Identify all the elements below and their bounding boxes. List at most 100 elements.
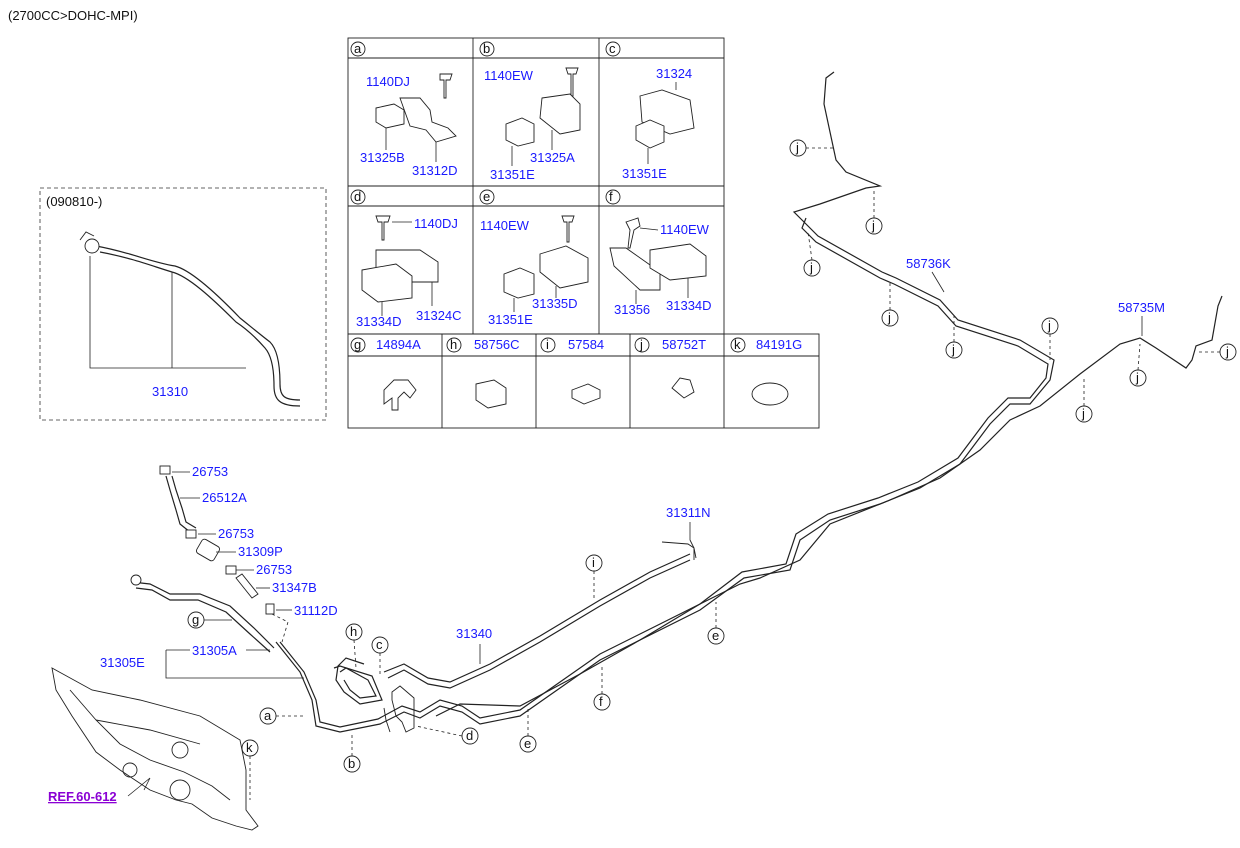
hose-clamp-icon: [225, 565, 237, 575]
cell-b-letter: b: [483, 41, 490, 56]
cell-g-letter: g: [354, 337, 361, 352]
firewall-panel: [51, 667, 259, 831]
callout-d: d: [466, 728, 473, 743]
cell-f-part3: 31334D: [666, 298, 712, 313]
part-26753-mid: 26753: [218, 526, 254, 541]
callout-c: c: [376, 637, 383, 652]
callout-j-6: j: [1047, 318, 1051, 333]
fuel-lines: [130, 71, 1223, 733]
bracket-icon: [609, 247, 661, 291]
callout-j-1: j: [795, 140, 799, 155]
nut-icon: [265, 603, 275, 615]
spacer-block-icon: [361, 263, 413, 303]
callout-j-8: j: [1135, 370, 1139, 385]
cell-b-part2: 31325A: [530, 150, 575, 165]
bolt-icon: [375, 215, 391, 241]
clamp-icon: [635, 119, 665, 149]
callout-f: f: [599, 694, 603, 709]
callout-g: g: [192, 612, 199, 627]
cell-e-part2: 31335D: [532, 296, 578, 311]
part-26753-top: 26753: [192, 464, 228, 479]
part-31340: 31340: [456, 626, 492, 641]
cell-j-letter: j: [639, 337, 643, 352]
cell-c-letter: c: [609, 41, 616, 56]
cell-a-part1: 1140DJ: [366, 74, 410, 89]
cell-f-part1: 1140EW: [660, 222, 710, 237]
parts-table: a 1140DJ 31325B 31312D b 1140EW 31325A 3…: [347, 37, 820, 429]
callouts: g h c a b d e f e i: [187, 139, 1237, 800]
clip-block-icon: [539, 245, 589, 289]
part-31305E: 31305E: [100, 655, 145, 670]
filler-cap-icon: [84, 238, 100, 254]
cell-c-part2: 31351E: [622, 166, 667, 181]
cell-a-part3: 31312D: [412, 163, 458, 178]
callout-j-9: j: [1225, 344, 1229, 359]
cell-d-letter: d: [354, 189, 361, 204]
part-labels: 26753 26512A 26753 31309P 26753 31347B 3…: [100, 256, 1165, 679]
callout-b: b: [348, 756, 355, 771]
cell-d-part2: 31334D: [356, 314, 402, 329]
part-26753-low: 26753: [256, 562, 292, 577]
part-31310: 31310: [152, 384, 188, 399]
bolt-icon: [439, 73, 453, 99]
cell-h-letter: h: [450, 337, 457, 352]
hose-clamp-icon: [185, 529, 197, 539]
callout-j-7: j: [1081, 406, 1085, 421]
fuel-filter-icon: [195, 538, 221, 562]
callout-j-4: j: [887, 310, 891, 325]
cell-b-part3: 31351E: [490, 167, 535, 182]
callout-j-3: j: [809, 260, 813, 275]
clamp-icon: [503, 267, 535, 299]
bolt-icon: [625, 217, 641, 249]
part-58736K: 58736K: [906, 256, 951, 271]
callout-h: h: [350, 624, 357, 639]
cell-e-part3: 31351E: [488, 312, 533, 327]
callout-j-5: j: [951, 342, 955, 357]
callout-k: k: [246, 740, 253, 755]
part-31112D: 31112D: [294, 603, 338, 618]
part-31311N: 31311N: [666, 505, 711, 520]
callout-a: a: [264, 708, 272, 723]
part-26512A: 26512A: [202, 490, 247, 505]
cell-k-part: 84191G: [756, 337, 802, 352]
spacer-block-icon: [649, 243, 707, 281]
clip-icon: [475, 379, 507, 409]
cell-g-part: 14894A: [376, 337, 421, 352]
cell-d-part3: 31324C: [416, 308, 462, 323]
part-31305A: 31305A: [192, 643, 237, 658]
cell-i-letter: i: [546, 337, 549, 352]
callout-j-2: j: [871, 218, 875, 233]
cell-k-letter: k: [734, 337, 741, 352]
hose-icon: [235, 573, 259, 599]
clip-icon: [383, 379, 417, 411]
part-58735M: 58735M: [1118, 300, 1165, 315]
callout-i: i: [592, 555, 595, 570]
part-31309P: 31309P: [238, 544, 283, 559]
cell-f-part2: 31356: [614, 302, 650, 317]
cell-d-part1: 1140DJ: [414, 216, 458, 231]
part-31347B: 31347B: [272, 580, 317, 595]
bracket-icon: [399, 97, 457, 143]
cell-f-letter: f: [609, 189, 613, 204]
ref-link[interactable]: REF.60-612: [48, 789, 117, 804]
cell-j-part: 58752T: [662, 337, 706, 352]
fitting-icon: [130, 574, 142, 586]
clip-icon: [671, 377, 695, 399]
inset-box: (090810-) 31310: [39, 187, 327, 421]
clamp-icon: [375, 103, 405, 129]
cell-a-part2: 31325B: [360, 150, 405, 165]
plug-icon: [751, 382, 789, 406]
cell-c-part1: 31324: [656, 66, 692, 81]
cell-i-part: 57584: [568, 337, 604, 352]
cell-e-letter: e: [483, 189, 490, 204]
cell-b-part1: 1140EW: [484, 68, 534, 83]
callout-e-lower: e: [524, 736, 531, 751]
hose-clamp-icon: [159, 465, 171, 475]
engine-spec: (2700CC>DOHC-MPI): [8, 8, 138, 23]
clip-icon: [571, 383, 601, 405]
cell-a-letter: a: [354, 41, 362, 56]
callout-e-upper: e: [712, 628, 719, 643]
cell-e-part1: 1140EW: [480, 218, 530, 233]
cell-h-part: 58756C: [474, 337, 520, 352]
